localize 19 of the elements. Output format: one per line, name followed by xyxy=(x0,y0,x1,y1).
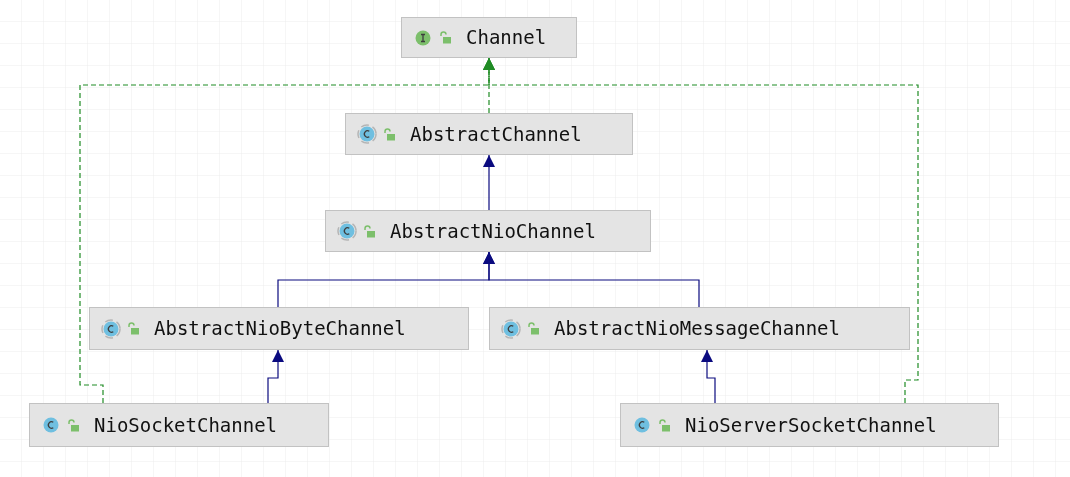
class-box xyxy=(620,403,999,447)
class-name: Channel xyxy=(466,25,547,51)
inheritance-arrow xyxy=(483,251,700,308)
inheritance-arrow xyxy=(483,154,495,211)
class-name: NioServerSocketChannel xyxy=(685,412,937,438)
inheritance-arrow xyxy=(701,349,716,404)
inheritance-arrow xyxy=(267,349,284,404)
implements-arrow xyxy=(483,57,919,404)
class-box xyxy=(89,307,469,350)
class-box xyxy=(325,210,651,252)
class-name: AbstractChannel xyxy=(410,121,582,147)
class-box xyxy=(29,403,329,447)
class-box xyxy=(345,113,633,155)
class-box xyxy=(401,17,577,58)
class-box xyxy=(489,307,910,350)
class-name: AbstractNioMessageChannel xyxy=(554,316,840,342)
class-name: AbstractNioChannel xyxy=(390,218,596,244)
class-name: AbstractNioByteChannel xyxy=(154,316,406,342)
class-name: NioSocketChannel xyxy=(94,412,278,438)
